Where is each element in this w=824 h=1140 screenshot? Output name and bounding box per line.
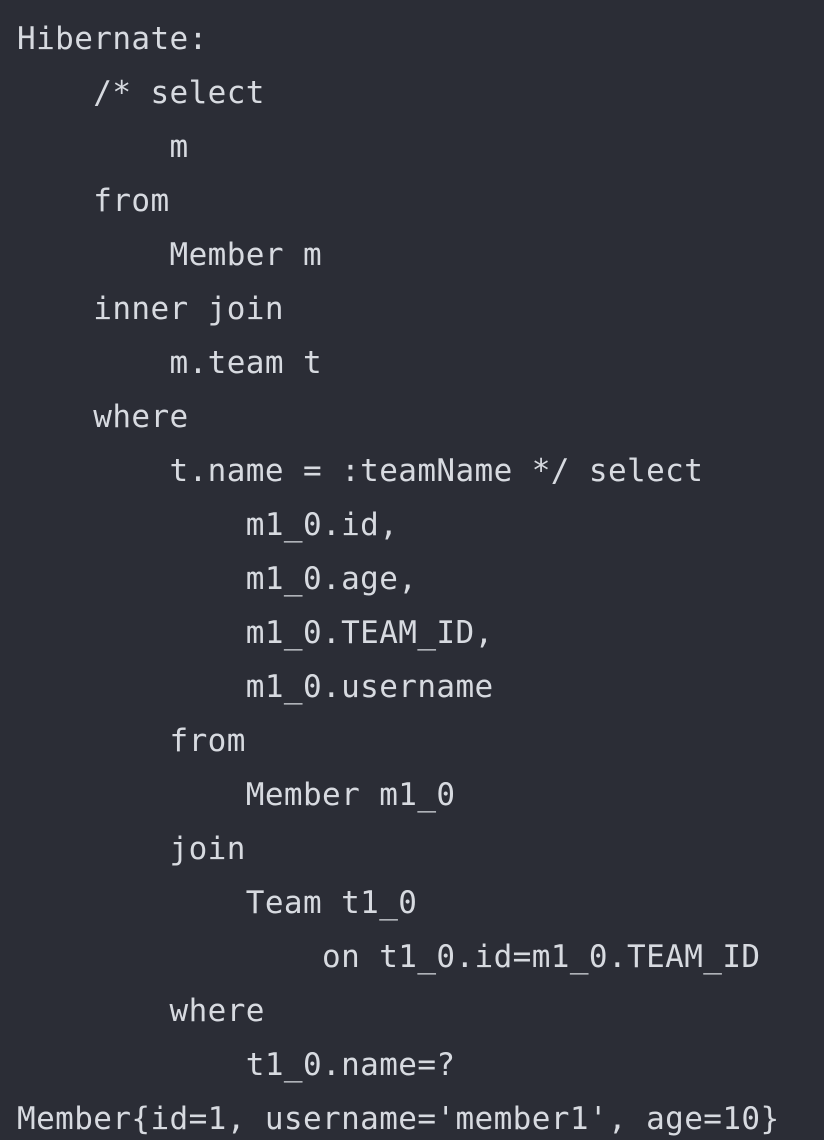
log-line: m1_0.id, xyxy=(17,507,399,543)
log-line: m1_0.TEAM_ID, xyxy=(17,615,494,651)
log-line: from xyxy=(17,183,170,219)
log-line: inner join xyxy=(17,291,284,327)
log-line: m xyxy=(17,129,189,165)
log-line: /* select xyxy=(17,75,265,111)
log-line: where xyxy=(17,993,265,1029)
log-line: from xyxy=(17,723,246,759)
log-line: t1_0.name=? xyxy=(17,1047,456,1083)
log-line: m.team t xyxy=(17,345,323,381)
log-line: Member m xyxy=(17,237,323,273)
log-line: t.name = :teamName */ select xyxy=(17,453,704,489)
log-line: Member m1_0 xyxy=(17,777,456,813)
log-line: join xyxy=(17,831,246,867)
log-line: Hibernate: xyxy=(17,21,208,57)
log-line: m1_0.age, xyxy=(17,561,418,597)
log-line: on t1_0.id=m1_0.TEAM_ID xyxy=(17,939,761,975)
log-line: m1_0.username xyxy=(17,669,494,705)
result-line: Member{id=1, username='member1', age=10} xyxy=(17,1101,780,1137)
log-line: Team t1_0 xyxy=(17,885,418,921)
log-line: where xyxy=(17,399,189,435)
